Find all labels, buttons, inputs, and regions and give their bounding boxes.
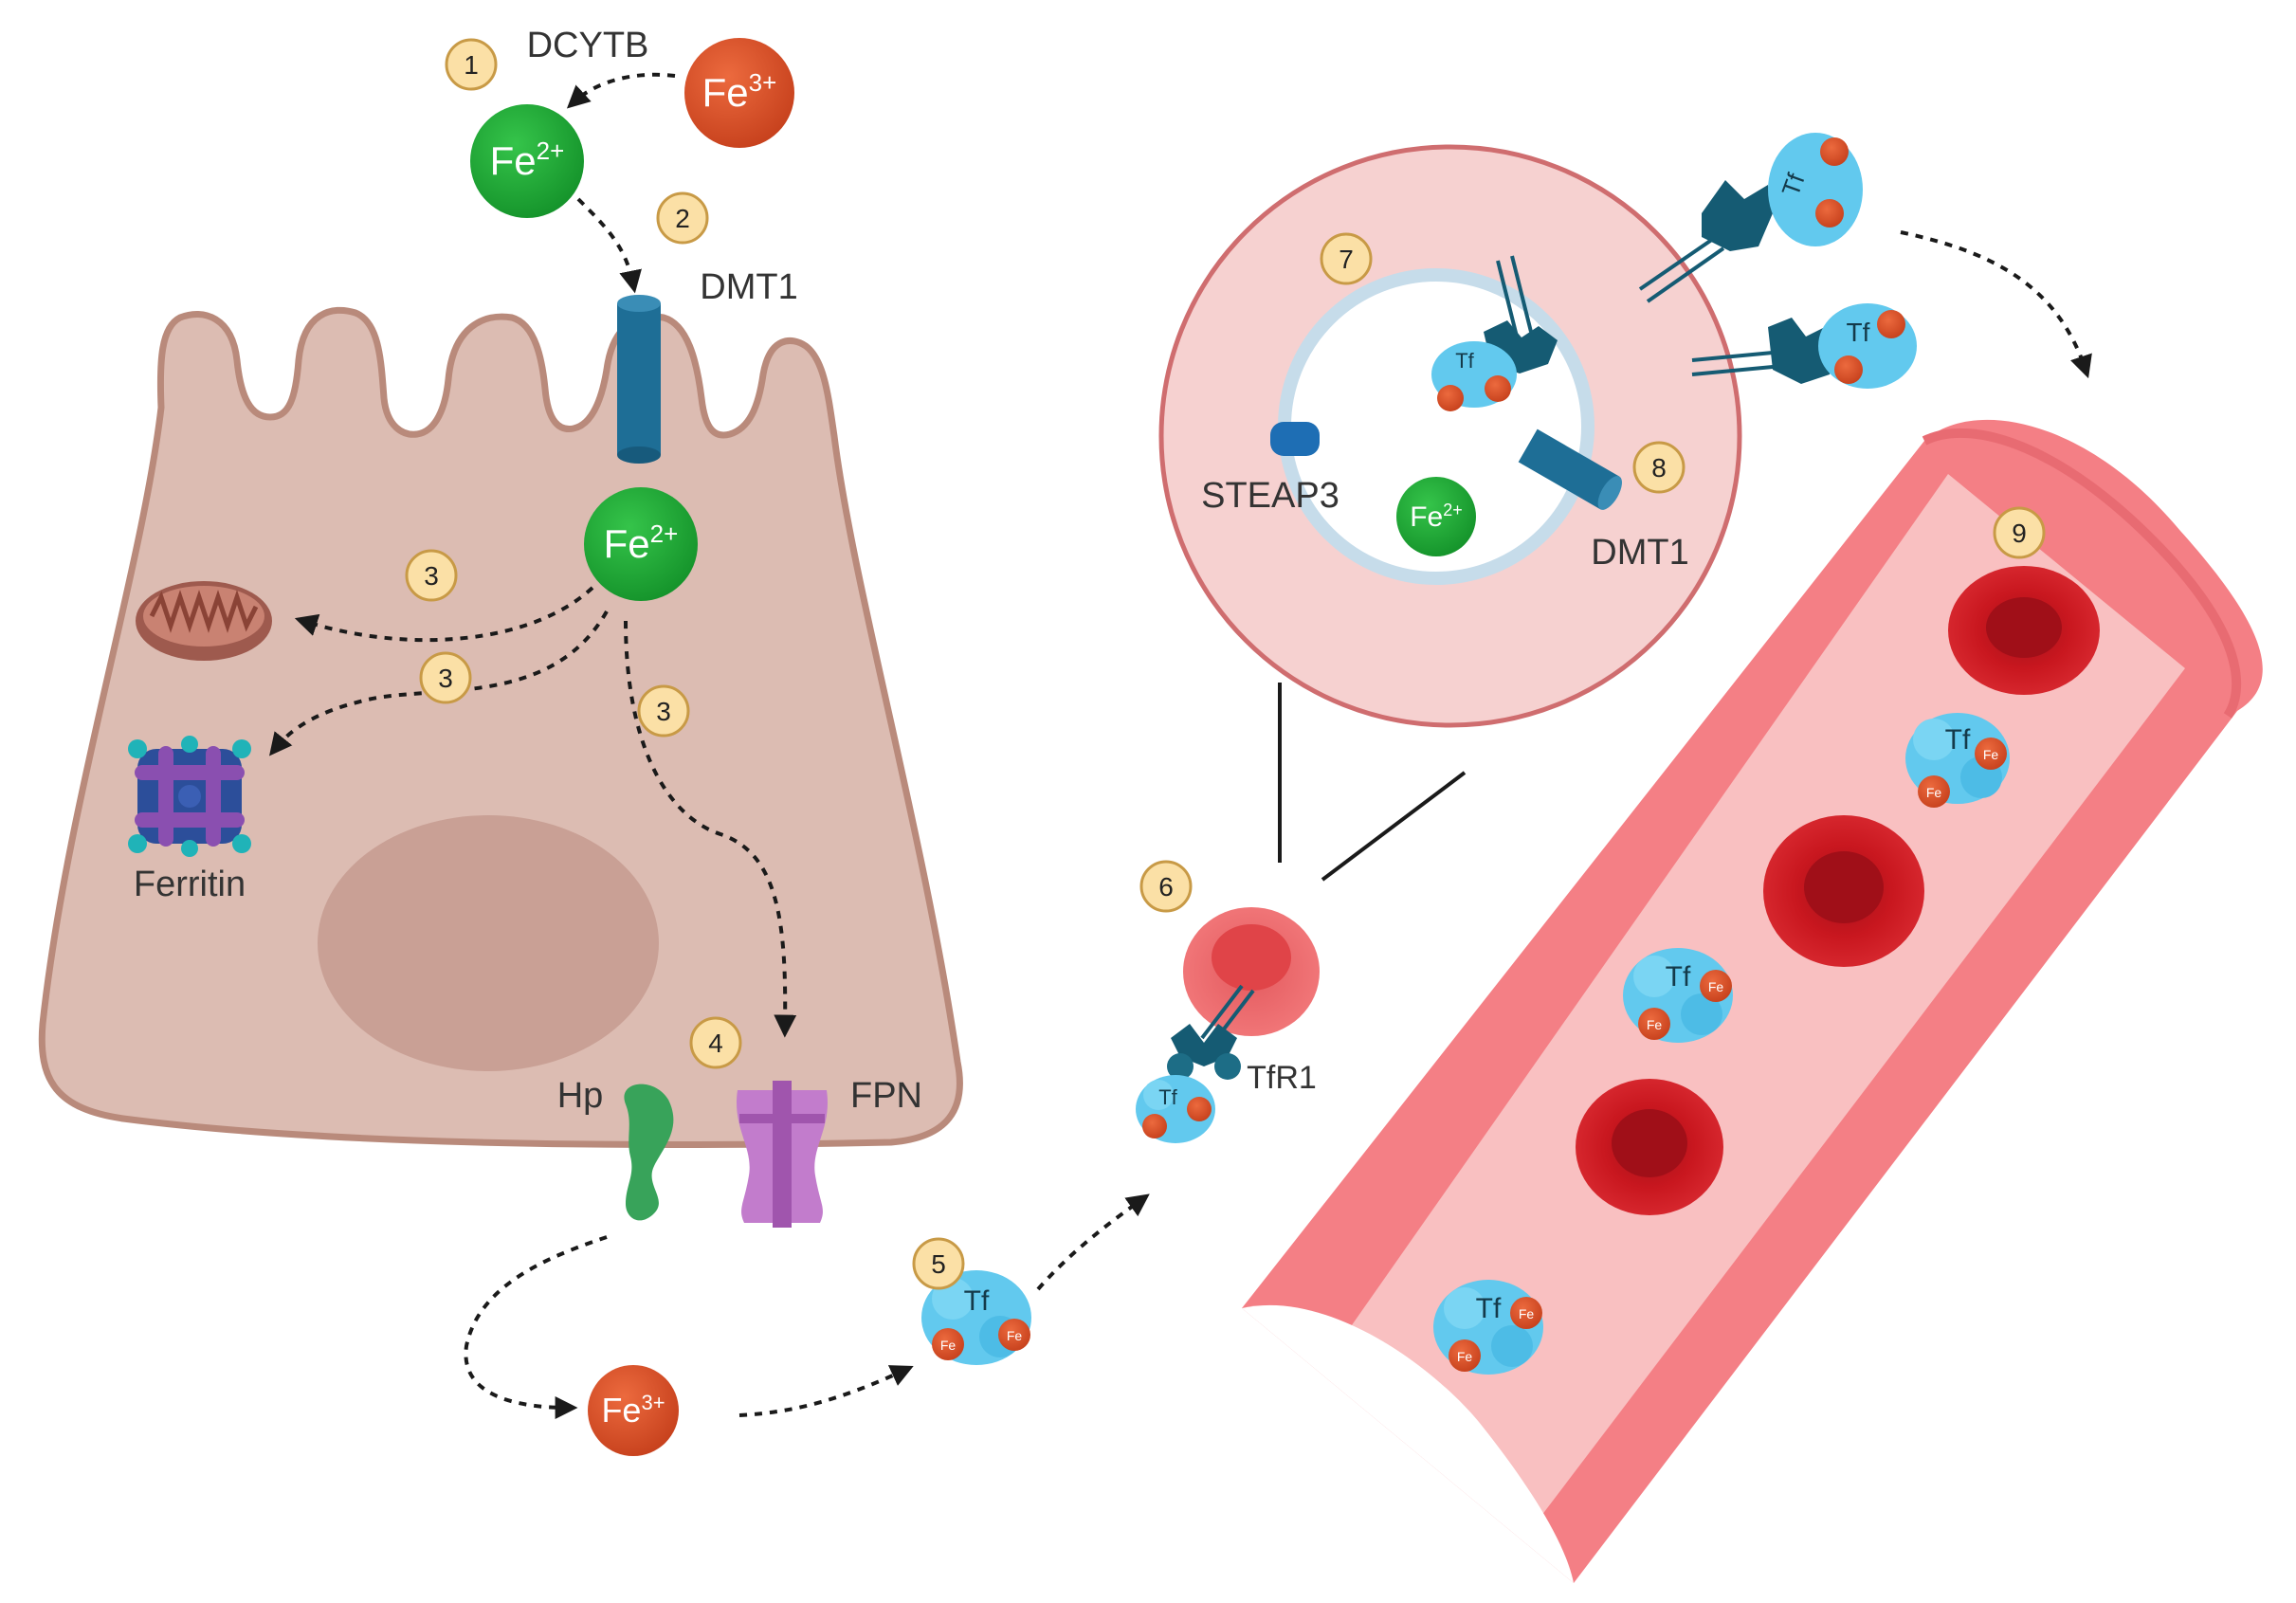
fe2-ion-cell: Fe2+ xyxy=(584,487,698,601)
dmt1-channel-inset xyxy=(1518,428,1622,510)
step-badge-5: 3 xyxy=(637,684,690,738)
step-number: 3 xyxy=(656,697,671,726)
arrow-to-fpn xyxy=(624,620,797,1038)
svg-text:Fe3+: Fe3+ xyxy=(702,68,777,115)
step-badges: 1 2 3 3 3 4 5 6 7 8 9 xyxy=(405,38,2046,1290)
arrow-dcytb-reduction xyxy=(566,72,676,109)
step-number: 3 xyxy=(438,664,453,693)
step-number: 9 xyxy=(2012,519,2027,548)
dmt1-label-inset: DMT1 xyxy=(1591,533,1688,573)
svg-text:Fe2+: Fe2+ xyxy=(490,137,565,183)
step-badge-3: 3 xyxy=(405,549,458,602)
svg-text:Tf: Tf xyxy=(1455,349,1474,373)
step-badge-9: 7 xyxy=(1320,232,1373,285)
step-number: 1 xyxy=(464,50,479,80)
transferrin-vessel-2: Tf Fe Fe xyxy=(1623,948,1733,1043)
svg-text:Tf: Tf xyxy=(1847,318,1870,347)
svg-text:Fe3+: Fe3+ xyxy=(601,1391,665,1430)
step-number: 6 xyxy=(1158,872,1174,902)
svg-text:Tf: Tf xyxy=(1476,1293,1502,1324)
steap3-protein xyxy=(1270,422,1320,456)
pathway-arrows xyxy=(268,72,2092,1419)
arrow-fpn-to-fe3 xyxy=(464,1235,608,1419)
step-number: 5 xyxy=(931,1249,946,1279)
dcytb-label: DCYTB xyxy=(527,26,649,65)
hephaestin-icon xyxy=(624,1084,674,1221)
tfr1-transferrin-complex-1: Tf xyxy=(1638,133,1863,303)
svg-text:Tf: Tf xyxy=(1666,961,1691,993)
svg-text:Tf: Tf xyxy=(1945,724,1971,756)
svg-text:Fe: Fe xyxy=(940,1338,957,1353)
transferrin-vessel-3: Tf Fe Fe xyxy=(1433,1280,1543,1375)
arrow-to-dmt1 xyxy=(576,197,642,294)
step-badge-2: 2 xyxy=(656,191,709,245)
arrow-to-vessel xyxy=(1900,230,2092,379)
step-badge-7: 5 xyxy=(912,1237,965,1290)
fpn-label: FPN xyxy=(850,1076,922,1116)
enterocyte-cell xyxy=(38,306,963,1148)
rbc-with-tfr1 xyxy=(1183,907,1320,1045)
svg-text:Fe2+: Fe2+ xyxy=(1410,501,1463,533)
tfr1-label: TfR1 xyxy=(1247,1060,1317,1096)
step-badge-10: 8 xyxy=(1632,441,1686,494)
step-number: 2 xyxy=(675,204,690,233)
svg-text:Fe: Fe xyxy=(1457,1349,1473,1364)
svg-text:Fe: Fe xyxy=(1007,1328,1023,1343)
svg-text:Fe: Fe xyxy=(1519,1306,1535,1321)
arrow-to-ferritin xyxy=(268,610,609,756)
arrow-to-mitochondrion xyxy=(294,586,594,643)
dmt1-channel-top xyxy=(617,295,661,464)
hp-label: Hp xyxy=(557,1076,604,1116)
svg-text:Tf: Tf xyxy=(964,1285,990,1317)
step-badge-11: 9 xyxy=(1993,506,2046,559)
dmt1-label-top: DMT1 xyxy=(700,267,797,307)
svg-text:Fe: Fe xyxy=(1647,1017,1663,1032)
ferritin-icon xyxy=(128,736,251,857)
ferroportin-icon xyxy=(736,1081,829,1228)
cell-body xyxy=(38,306,963,1148)
svg-text:Fe: Fe xyxy=(1708,979,1724,994)
fe2-ion-top: Fe2+ xyxy=(470,104,584,218)
tfr1-receptor-icon xyxy=(1167,1024,1241,1080)
ferritin-label: Ferritin xyxy=(134,865,246,904)
zoom-lines xyxy=(1278,683,1467,882)
step-number: 3 xyxy=(424,561,439,591)
transferrin-vessel-1: Tf Fe Fe xyxy=(1905,713,2010,808)
mitochondrion-icon xyxy=(136,581,272,661)
step-badge-8: 6 xyxy=(1139,860,1193,913)
step-number: 4 xyxy=(708,1029,723,1058)
step-number: 8 xyxy=(1651,453,1667,483)
tfr1-transferrin-complex-2: Tf xyxy=(1691,303,1917,389)
rbc-vessel-1 xyxy=(1948,566,2100,695)
nucleus xyxy=(318,815,659,1071)
svg-text:Fe: Fe xyxy=(1983,747,1999,762)
arrow-fe3-to-tf xyxy=(738,1365,914,1417)
transferrin-on-tfr1: Tf xyxy=(1136,1075,1215,1143)
svg-text:Fe: Fe xyxy=(1926,785,1942,800)
step-badge-4: 3 xyxy=(419,651,472,704)
rbc-vessel-3 xyxy=(1576,1079,1723,1215)
steap3-label: STEAP3 xyxy=(1201,476,1339,516)
svg-text:Tf: Tf xyxy=(1158,1085,1177,1109)
fe3-ion-top: Fe3+ xyxy=(684,38,794,148)
svg-text:Fe2+: Fe2+ xyxy=(604,519,679,566)
fe3-ion-bottom: Fe3+ xyxy=(588,1365,679,1456)
step-badge-6: 4 xyxy=(689,1016,742,1069)
step-badge-1: 1 xyxy=(445,38,498,91)
endosome-inset: Tf Fe2+ xyxy=(1158,144,1742,728)
step-number: 7 xyxy=(1339,245,1354,274)
rbc-vessel-2 xyxy=(1763,815,1924,967)
arrow-tf-to-rbc xyxy=(1036,1193,1150,1291)
